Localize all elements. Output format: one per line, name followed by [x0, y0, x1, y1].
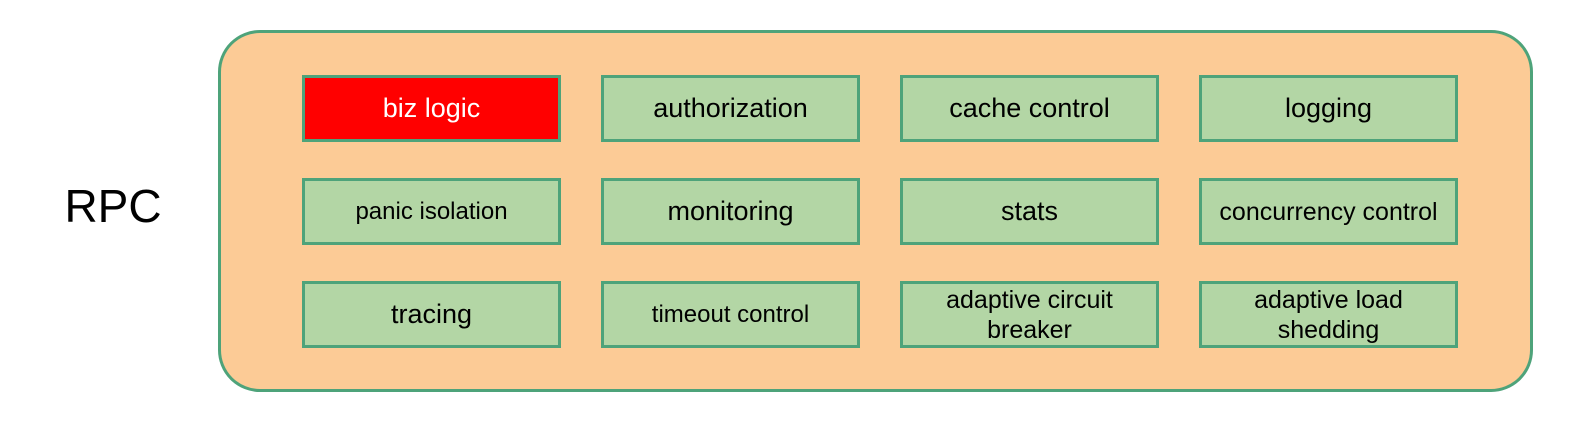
capability-box-label: tracing	[390, 299, 473, 329]
capability-grid: biz logic authorization cache control loggi…	[302, 75, 1459, 348]
capability-box-label: adaptive load shedding	[1254, 285, 1403, 344]
capability-box-label: biz logic	[382, 93, 481, 123]
rpc-container: biz logic authorization cache control loggi…	[218, 30, 1533, 392]
capability-box-biz-logic[interactable]: biz logic	[302, 75, 561, 142]
capability-box-label: cache control	[949, 93, 1110, 123]
capability-box-panic-isolation[interactable]: panic isolation	[302, 178, 561, 245]
capability-box-adaptive-circuit-breaker[interactable]: adaptive circuit breaker	[900, 281, 1159, 348]
capability-box-authorization[interactable]: authorization	[601, 75, 860, 142]
capability-box-stats[interactable]: stats	[900, 178, 1159, 245]
capability-box-label: logging	[1284, 93, 1373, 123]
rpc-label: RPC	[64, 180, 162, 232]
capability-box-label: stats	[1000, 196, 1059, 226]
capability-box-monitoring[interactable]: monitoring	[601, 178, 860, 245]
capability-box-logging[interactable]: logging	[1199, 75, 1458, 142]
capability-box-label: adaptive circuit breaker	[946, 285, 1113, 344]
capability-box-tracing[interactable]: tracing	[302, 281, 561, 348]
capability-box-adaptive-load-shedding[interactable]: adaptive load shedding	[1199, 281, 1458, 348]
capability-box-label: monitoring	[667, 196, 794, 226]
capability-row: tracing timeout control adaptive circuit b…	[302, 281, 1459, 348]
capability-box-label: authorization	[653, 93, 808, 123]
capability-box-cache-control[interactable]: cache control	[900, 75, 1159, 142]
capability-box-label: concurrency control	[1219, 197, 1438, 226]
capability-box-label: timeout control	[651, 301, 810, 328]
capability-box-concurrency-control[interactable]: concurrency control	[1199, 178, 1458, 245]
capability-box-label: panic isolation	[355, 198, 508, 225]
capability-row: panic isolation monitoring stats concurrenc…	[302, 178, 1459, 245]
capability-row: biz logic authorization cache control loggi…	[302, 75, 1459, 142]
capability-box-timeout-control[interactable]: timeout control	[601, 281, 860, 348]
